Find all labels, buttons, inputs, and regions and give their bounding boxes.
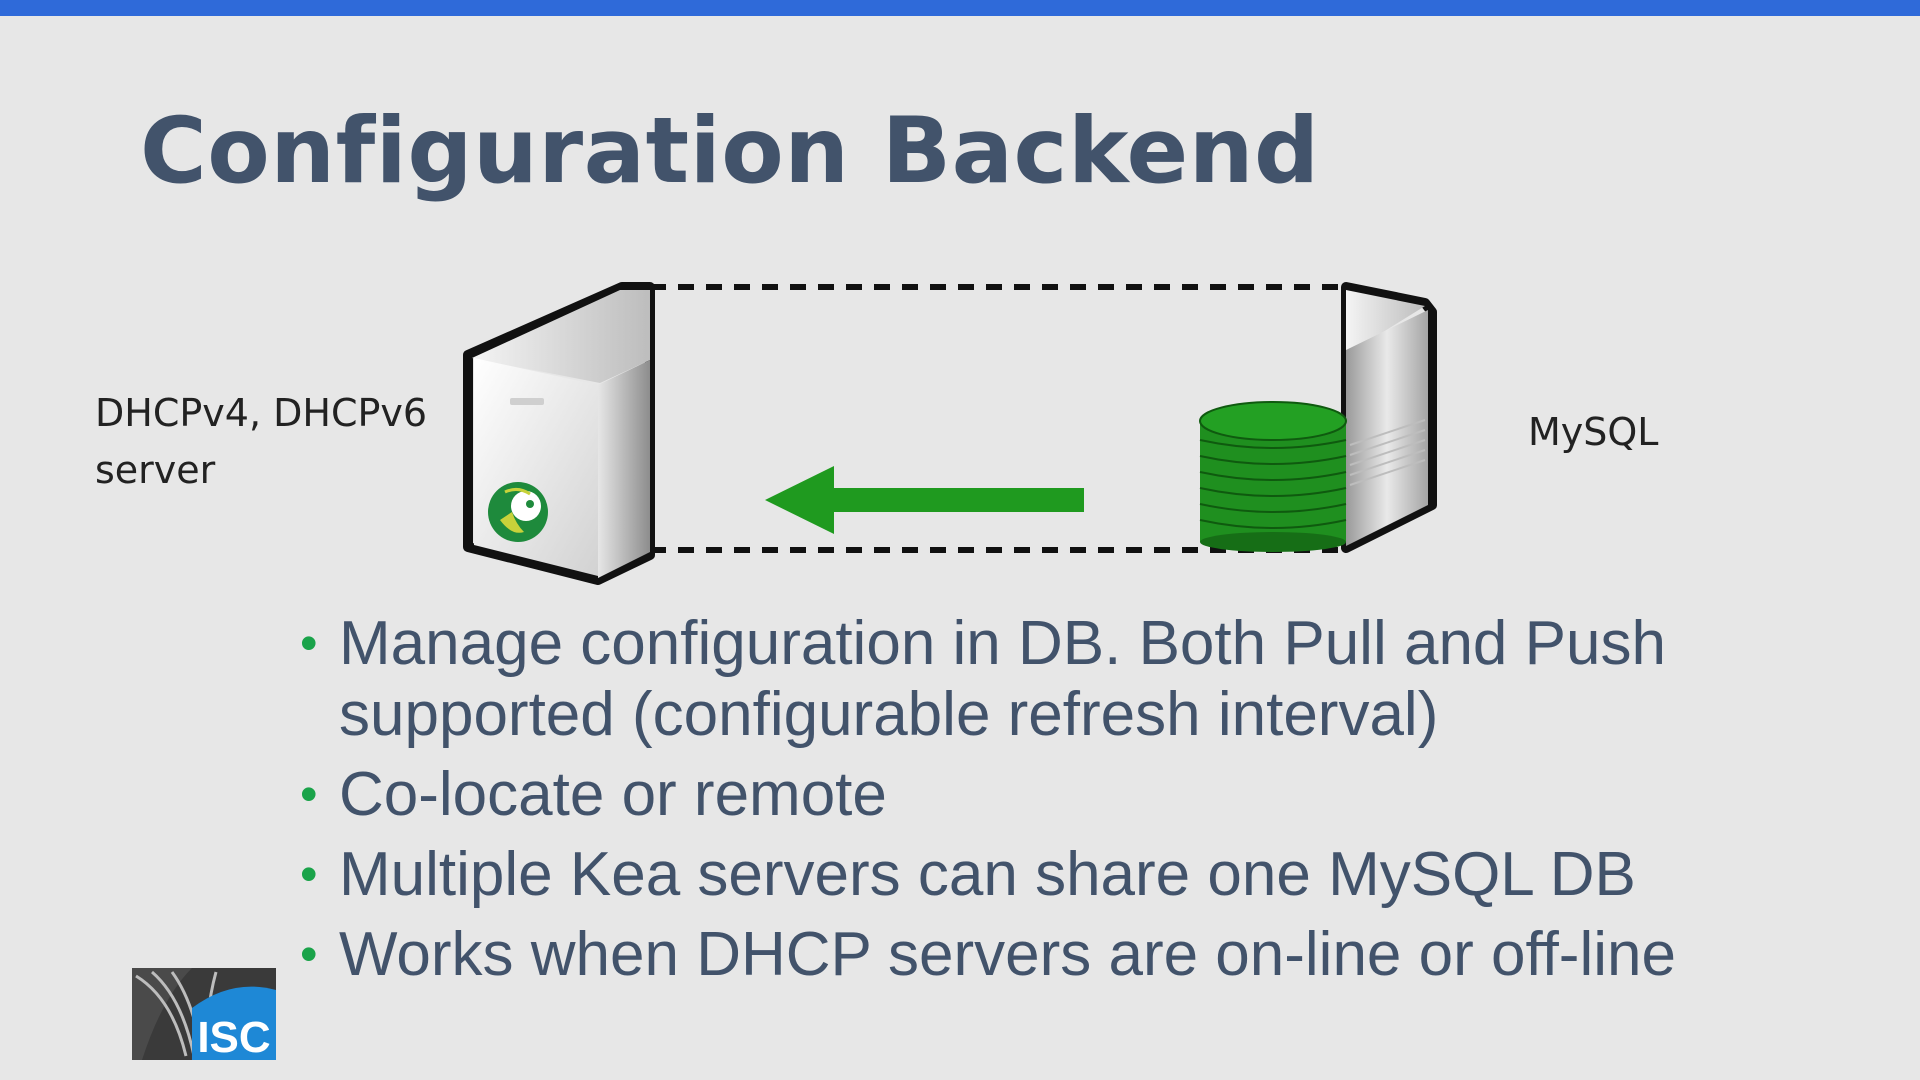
bullet-dot-icon: • [300, 926, 318, 982]
bullet-text: Multiple Kea servers can share one MySQL… [339, 840, 1636, 909]
top-accent-bar [0, 0, 1920, 16]
bullet-item: • Multiple Kea servers can share one MySQ… [300, 839, 1860, 910]
bullet-dot-icon: • [300, 615, 318, 671]
bullet-text: Manage configuration in DB. Both Pull an… [339, 609, 1666, 749]
isc-logo-text: ISC [197, 1013, 270, 1060]
database-stack-icon [1199, 401, 1347, 552]
dhcp-server-label: DHCPv4, DHCPv6 server [95, 385, 427, 499]
config-pull-arrow [765, 466, 1084, 534]
slide-title: Configuration Backend [140, 99, 1320, 204]
dhcp-server-label-line: server [95, 448, 216, 492]
bullet-list: • Manage configuration in DB. Both Pull a… [300, 608, 1860, 999]
bullet-dot-icon: • [300, 846, 318, 902]
bullet-text: Works when DHCP servers are on-line or o… [339, 920, 1676, 989]
bullet-item: • Works when DHCP servers are on-line or … [300, 919, 1860, 990]
mysql-label: MySQL [1528, 410, 1659, 454]
connection-dashes [650, 284, 1346, 553]
kea-logo-icon [488, 482, 548, 542]
isc-logo: ISC [132, 968, 276, 1060]
dhcp-server-icon [463, 282, 655, 585]
dhcp-server-label-line: DHCPv4, DHCPv6 [95, 391, 428, 435]
bullet-text: Co-locate or remote [339, 760, 887, 829]
mysql-server-icon [1341, 282, 1437, 553]
bullet-dot-icon: • [300, 766, 318, 822]
bullet-item: • Manage configuration in DB. Both Pull a… [300, 608, 1860, 750]
bullet-item: • Co-locate or remote [300, 759, 1860, 830]
